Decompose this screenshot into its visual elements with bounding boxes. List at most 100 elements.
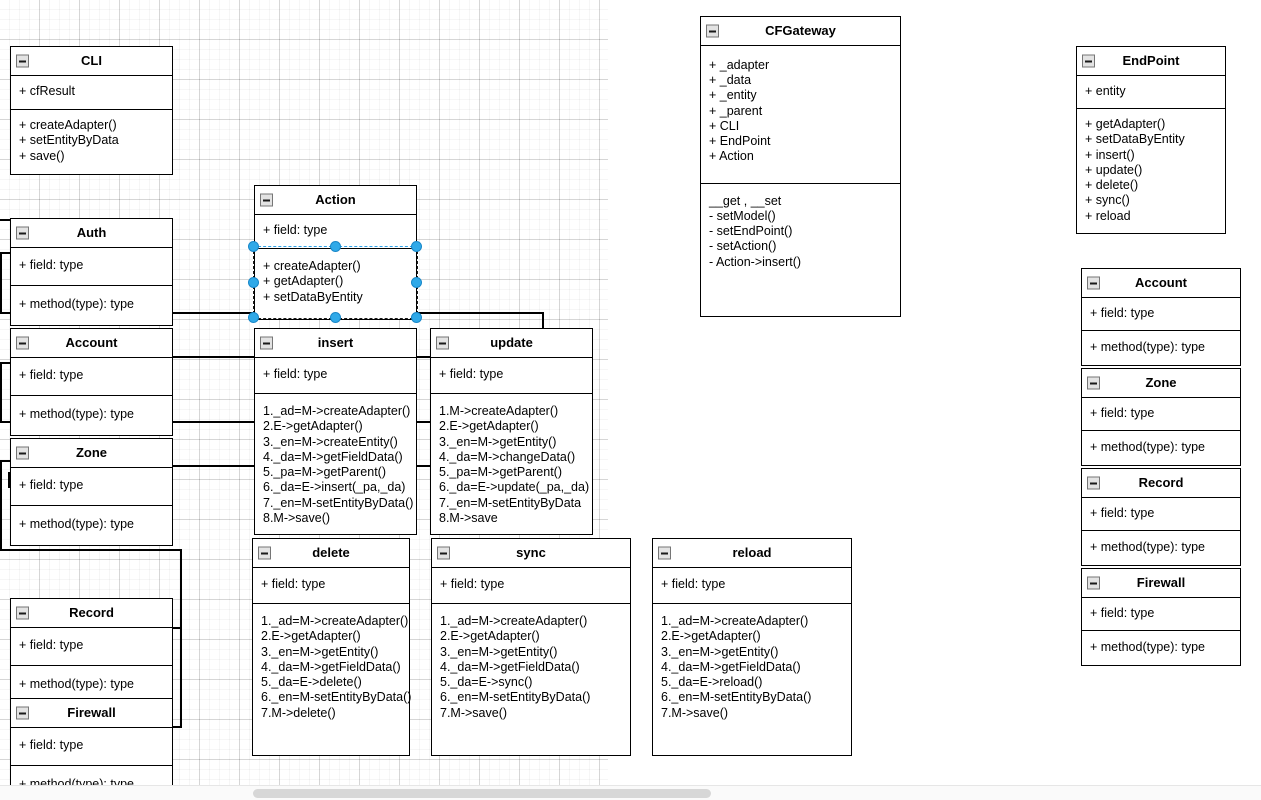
uml-class-account-right[interactable]: Account+ field: type+ method(type): type <box>1081 268 1241 367</box>
method-line: + insert() <box>1085 147 1135 162</box>
uml-class-record-left[interactable]: Record+ field: type+ method(type): type <box>10 598 173 707</box>
resize-handle-se[interactable] <box>411 312 422 323</box>
method-line: 6._da=E->insert(_pa,_da) <box>263 480 406 495</box>
resize-handle-e[interactable] <box>411 276 422 288</box>
collapse-minus-icon[interactable] <box>1087 276 1100 290</box>
class-title-bar: Zone <box>1082 369 1240 398</box>
collapse-minus-icon[interactable] <box>16 706 29 720</box>
methods-compartment: + method(type): type <box>1082 630 1240 665</box>
method-line: + method(type): type <box>19 517 134 532</box>
method-line: + method(type): type <box>19 297 134 312</box>
uml-class-account-left[interactable]: Account+ field: type+ method(type): type <box>10 328 173 437</box>
collapse-minus-icon[interactable] <box>1087 576 1100 590</box>
attributes-compartment: + entity <box>1077 76 1225 108</box>
class-title-bar: Auth <box>11 219 172 248</box>
attributes-compartment: + _adapter+ _data+ _entity+ _parent+ CLI… <box>701 46 900 183</box>
methods-compartment: + createAdapter()+ setEntityByData+ save… <box>11 109 172 174</box>
class-title-bar: CFGateway <box>701 17 900 46</box>
method-line: 4._da=M->getFieldData() <box>263 449 403 464</box>
resize-handle-nw[interactable] <box>248 241 259 252</box>
collapse-minus-icon[interactable] <box>16 336 29 350</box>
class-title-bar: CLI <box>11 47 172 76</box>
attribute-line: + field: type <box>19 477 84 492</box>
methods-compartment: + getAdapter()+ setDataByEntity+ insert(… <box>1077 108 1225 233</box>
collapse-minus-icon[interactable] <box>16 446 29 460</box>
method-line: + delete() <box>1085 178 1139 193</box>
collapse-minus-icon[interactable] <box>1082 54 1095 68</box>
uml-class-firewall-right[interactable]: Firewall+ field: type+ method(type): typ… <box>1081 568 1241 667</box>
attributes-compartment: + field: type <box>431 358 592 393</box>
uml-class-auth[interactable]: Auth+ field: type+ method(type): type <box>10 218 173 327</box>
method-line: 3._en=M->createEntity() <box>263 434 398 449</box>
uml-class-cfgateway[interactable]: CFGateway+ _adapter+ _data+ _entity+ _pa… <box>700 16 901 317</box>
resize-handle-ne[interactable] <box>411 241 422 252</box>
collapse-minus-icon[interactable] <box>260 336 273 350</box>
class-title-bar: Account <box>1082 269 1240 298</box>
class-name: Account <box>1135 275 1187 290</box>
class-title-bar: Firewall <box>11 699 172 728</box>
class-title-bar: Firewall <box>1082 569 1240 598</box>
uml-class-record-right[interactable]: Record+ field: type+ method(type): type <box>1081 468 1241 567</box>
method-line: + method(type): type <box>1090 640 1205 655</box>
method-line: 7.M->save() <box>440 705 508 720</box>
scrollbar-thumb[interactable] <box>253 789 711 798</box>
method-line: 7.M->save() <box>661 705 729 720</box>
uml-class-cli[interactable]: CLI+ cfResult+ createAdapter()+ setEntit… <box>10 46 173 175</box>
resize-handle-n[interactable] <box>329 241 341 252</box>
resize-handle-sw[interactable] <box>248 312 259 323</box>
method-line: 1._ad=M->createAdapter() <box>661 614 809 629</box>
method-line: + getAdapter() <box>263 274 344 289</box>
method-line: + createAdapter() <box>263 259 361 274</box>
class-name: update <box>490 335 533 350</box>
collapse-minus-icon[interactable] <box>658 546 671 560</box>
attribute-line: + _parent <box>709 103 763 118</box>
uml-class-zone-right[interactable]: Zone+ field: type+ method(type): type <box>1081 368 1241 467</box>
collapse-minus-icon[interactable] <box>1087 476 1100 490</box>
collapse-minus-icon[interactable] <box>16 606 29 620</box>
uml-class-action[interactable]: Action+ field: type+ createAdapter()+ ge… <box>254 185 417 320</box>
uml-class-endpoint[interactable]: EndPoint+ entity+ getAdapter()+ setDataB… <box>1076 46 1226 234</box>
method-line: + method(type): type <box>1090 540 1205 555</box>
collapse-minus-icon[interactable] <box>16 54 29 68</box>
method-line: + setDataByEntity <box>263 289 363 304</box>
collapse-minus-icon[interactable] <box>258 546 271 560</box>
methods-compartment: 1._ad=M->createAdapter()2.E->getAdapter(… <box>255 393 416 534</box>
resize-handle-s[interactable] <box>329 312 341 323</box>
uml-class-zone-left[interactable]: Zone+ field: type+ method(type): type <box>10 438 173 547</box>
method-line: 7._en=M-setEntityByData <box>439 495 582 510</box>
collapse-minus-icon[interactable] <box>706 24 719 38</box>
method-line: 4._da=M->changeData() <box>439 449 576 464</box>
method-line: 3._en=M->getEntity() <box>261 644 379 659</box>
method-line: 1._ad=M->createAdapter() <box>261 614 409 629</box>
class-name: Account <box>65 335 118 350</box>
uml-class-firewall-left[interactable]: Firewall+ field: type+ method(type): typ… <box>10 698 173 800</box>
attributes-compartment: + field: type <box>1082 498 1240 530</box>
collapse-minus-icon[interactable] <box>260 193 273 207</box>
collapse-minus-icon[interactable] <box>1087 376 1100 390</box>
collapse-minus-icon[interactable] <box>16 226 29 240</box>
attribute-line: + field: type <box>263 366 328 381</box>
methods-compartment: __get , __set- setModel()- setEndPoint()… <box>701 182 900 316</box>
method-line: 5._pa=M->getParent() <box>263 465 386 480</box>
collapse-minus-icon[interactable] <box>437 546 450 560</box>
resize-handle-w[interactable] <box>248 276 259 288</box>
class-title-bar: Record <box>11 599 172 628</box>
class-name: Zone <box>1145 375 1177 390</box>
class-name: Record <box>69 605 114 620</box>
method-line: - Action->insert() <box>709 254 802 269</box>
method-line: + sync() <box>1085 193 1130 208</box>
class-name: Firewall <box>1136 575 1186 590</box>
horizontal-scrollbar[interactable] <box>0 785 1261 800</box>
methods-compartment: + method(type): type <box>11 505 172 545</box>
attributes-compartment: + cfResult <box>11 76 172 109</box>
collapse-minus-icon[interactable] <box>436 336 449 350</box>
method-line: + update() <box>1085 162 1143 177</box>
class-name: Action <box>315 192 356 207</box>
connector-account-left-vertical <box>0 362 2 422</box>
